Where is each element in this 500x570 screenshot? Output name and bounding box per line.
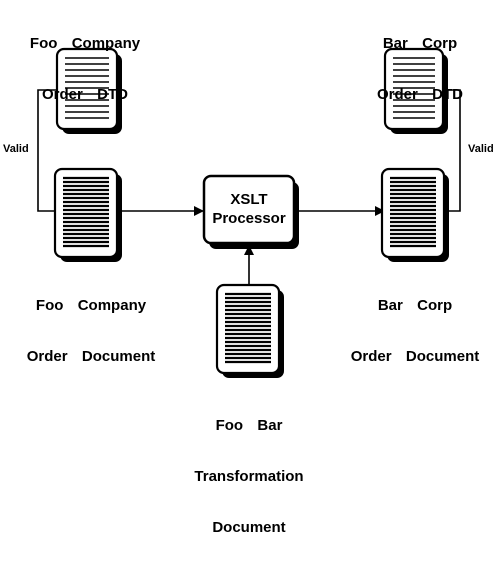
transform-doc-label-line2: Transformation <box>194 468 304 485</box>
foo-doc-label-line1: Foo Company <box>35 297 147 314</box>
bar-doc-label-line1: Bar Corp <box>377 297 453 314</box>
bar-dtd-label-line1: Bar Corp <box>382 35 458 52</box>
xslt-processor-label-line1: XSLT <box>230 191 268 208</box>
transform-doc-label-line1: Foo Bar <box>215 417 283 434</box>
foo-dtd-label: Foo Company Order DTD <box>20 1 150 137</box>
right-valid-label: Valid <box>468 143 494 155</box>
xslt-processor-label: XSLT Processor <box>204 190 294 228</box>
diagram-canvas <box>37 47 461 378</box>
foo-doc-icon <box>53 167 122 262</box>
diagram: Foo Company Order DTD Bar Corp Order DTD… <box>3 1 494 536</box>
foo-doc-label-line2: Order Document <box>26 348 156 365</box>
bar-doc-label: Bar Corp Order Document <box>340 263 490 399</box>
transform-doc-label-line3: Document <box>212 519 286 536</box>
xslt-processor-label-line2: Processor <box>212 210 286 227</box>
left-valid-label: Valid <box>3 143 29 155</box>
right-valid-connector <box>440 89 461 212</box>
bar-dtd-label: Bar Corp Order DTD <box>355 1 485 137</box>
xslt-processor-box <box>202 174 299 249</box>
left-valid-connector <box>37 89 57 212</box>
bar-doc-label-line2: Order Document <box>350 348 480 365</box>
bar-dtd-icon <box>383 47 448 134</box>
foo-dtd-label-line1: Foo Company <box>29 35 141 52</box>
foo-dtd-label-line2: Order DTD <box>41 86 128 103</box>
foo-doc-label: Foo Company Order Document <box>16 263 166 399</box>
bar-doc-icon <box>380 167 449 262</box>
transform-doc-label: Foo Bar Transformation Document <box>179 383 319 570</box>
documents-layer <box>53 47 449 378</box>
foo-dtd-icon <box>55 47 122 134</box>
transform-doc-icon <box>215 283 284 378</box>
bar-dtd-label-line2: Order DTD <box>376 86 463 103</box>
